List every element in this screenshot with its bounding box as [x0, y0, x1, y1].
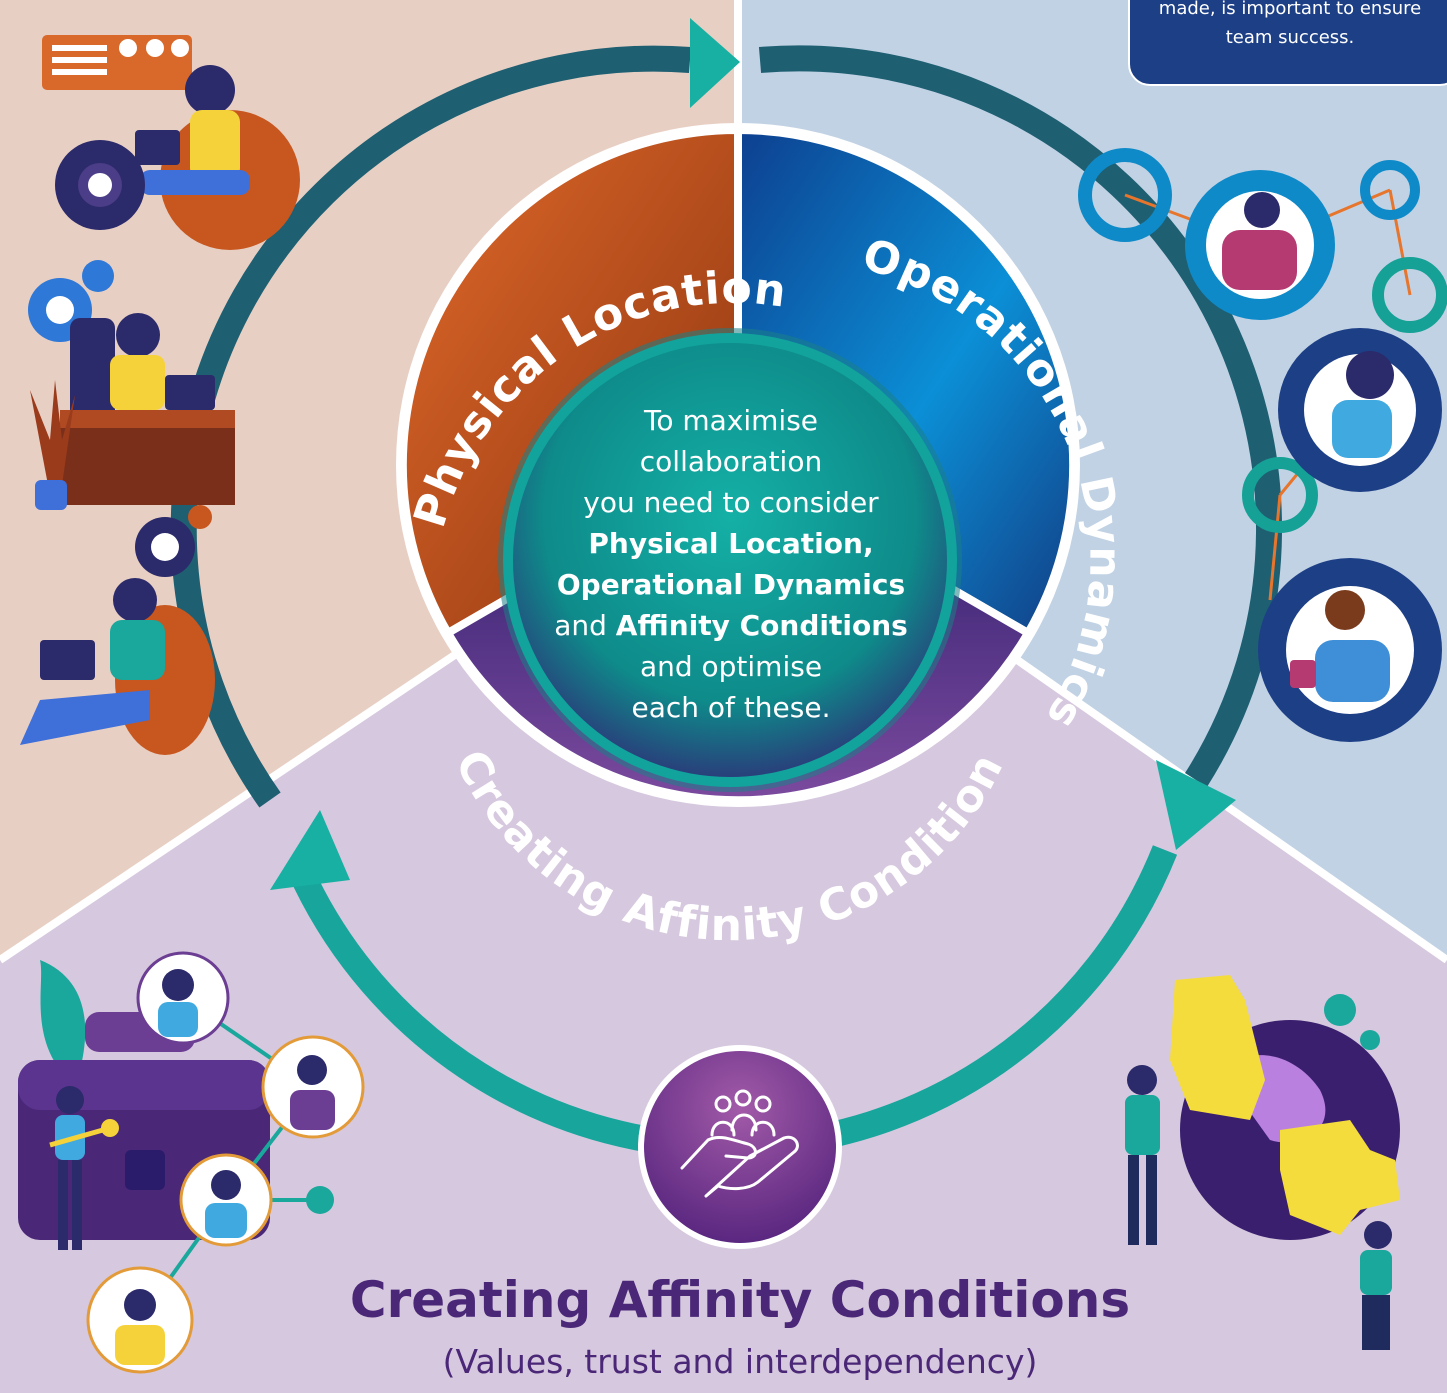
arrowhead-top [690, 18, 740, 108]
center-message: To maximise collaboration you need to co… [520, 400, 942, 728]
section-title: Creating Affinity Conditions [349, 1271, 1131, 1329]
center-line-3: you need to consider [583, 486, 879, 519]
gear-icon [306, 1186, 334, 1214]
center-bold-affinity-conditions: Affinity Conditions [615, 609, 908, 642]
tip-box [1128, 0, 1447, 86]
arrowhead-left [270, 810, 350, 890]
globe-puzzle-illustration [1125, 975, 1400, 1350]
center-and: and [554, 609, 607, 642]
care-team-hand-icon [680, 1089, 799, 1198]
operational-gears-illustration [1078, 148, 1447, 742]
team-network-illustration [18, 951, 365, 1374]
remote-workers-illustration [20, 35, 300, 755]
background-bottom-panel [0, 465, 1447, 1393]
center-line-1: To maximise [643, 404, 819, 437]
section-subtitle: (Values, trust and interdependency) [442, 1342, 1038, 1381]
center-line-8: each of these. [631, 691, 831, 724]
tip-line-1: made, is important to ensure [1158, 0, 1422, 19]
center-line-7: and optimise [639, 650, 823, 683]
arrowhead-right [1156, 760, 1236, 850]
tip-line-2: team success. [1225, 27, 1355, 48]
affinity-badge-fill [644, 1051, 836, 1243]
gear-icon [1324, 994, 1356, 1026]
center-bold-operational-dynamics: Operational Dynamics [556, 568, 906, 601]
gear-icon [1078, 148, 1172, 242]
center-disk [503, 333, 957, 787]
center-bold-physical-location: Physical Location, [588, 527, 874, 560]
tip-text: made, is important to ensure team succes… [1140, 0, 1440, 52]
center-line-2: collaboration [639, 445, 823, 478]
